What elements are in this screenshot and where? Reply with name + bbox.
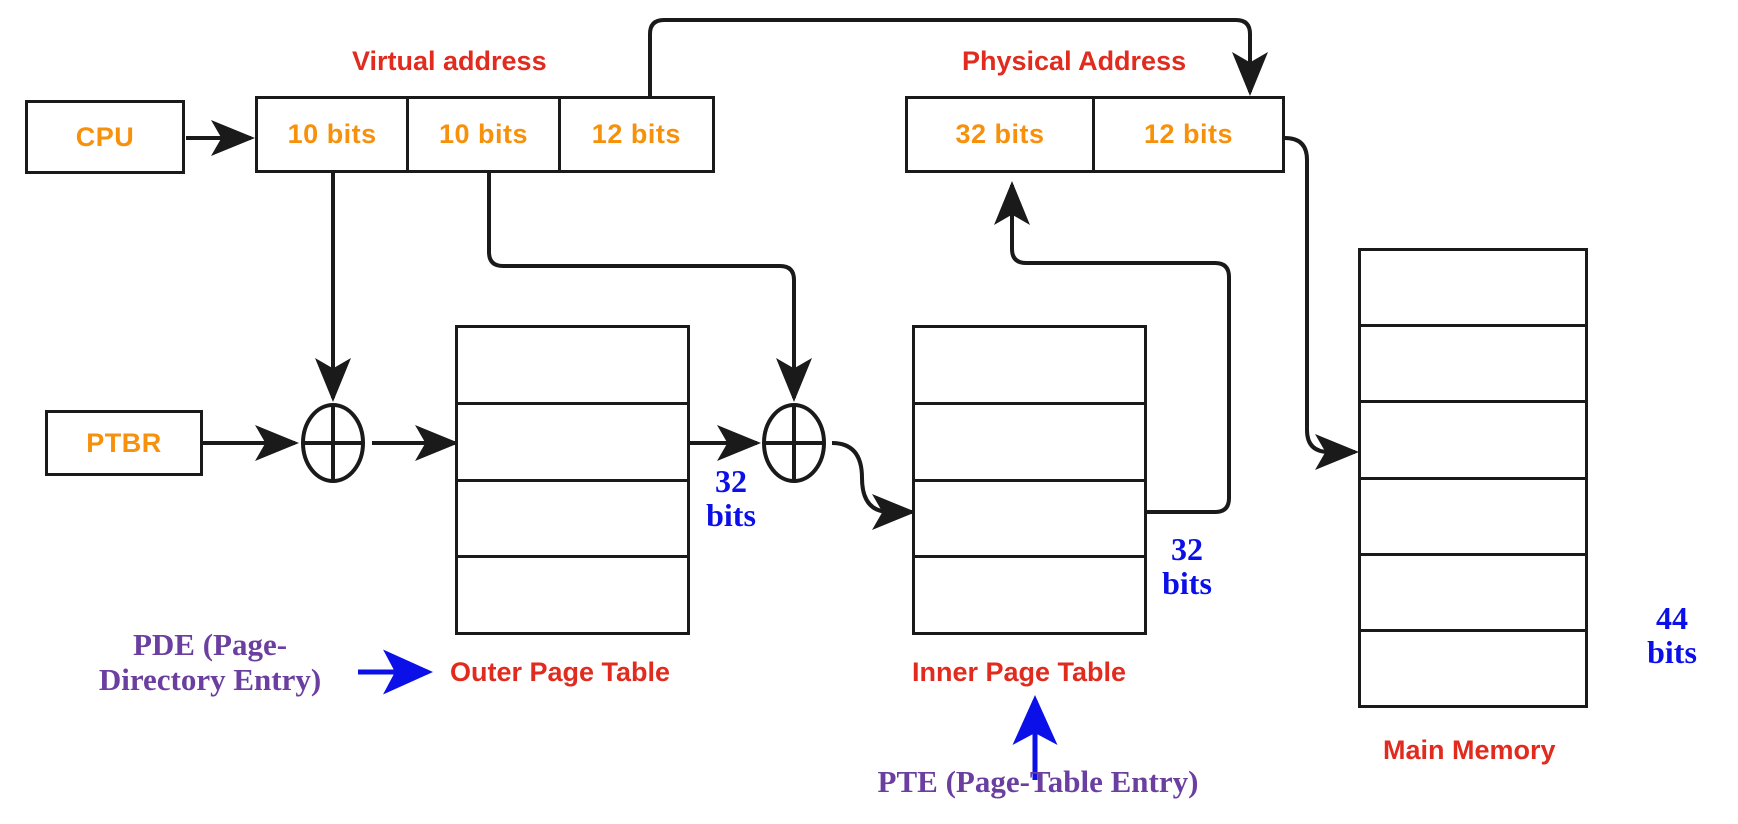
pde-annotation-line2: Directory Entry) — [98, 661, 322, 697]
inner-page-table-row[interactable] — [915, 328, 1144, 405]
outer-page-table[interactable] — [455, 325, 690, 635]
inner-page-table-row[interactable] — [915, 482, 1144, 559]
va-field-offset[interactable]: 12 bits — [561, 99, 712, 170]
pte-annotation: PTE (Page-Table Entry) — [877, 764, 1199, 799]
pa-field-offset-label: 12 bits — [1143, 119, 1234, 149]
inner-page-table-row[interactable] — [915, 405, 1144, 482]
outer-page-table-row[interactable] — [458, 405, 687, 482]
inner-entry-width-line2: bits — [1162, 564, 1212, 601]
main-memory-row[interactable] — [1361, 556, 1585, 632]
va-field-p2[interactable]: 10 bits — [409, 99, 561, 170]
outer-page-table-entry-width: 32 bits — [696, 463, 766, 533]
ptbr-label: PTBR — [86, 427, 162, 458]
virtual-address-title: Virtual address — [352, 46, 547, 76]
outer-page-table-row[interactable] — [458, 328, 687, 405]
va-field-offset-label: 12 bits — [591, 119, 681, 149]
pa-field-offset[interactable]: 12 bits — [1095, 99, 1282, 170]
main-memory-width-line2: bits — [1647, 633, 1697, 670]
main-memory-width-line1: 44 — [1656, 600, 1688, 636]
pde-annotation-line1: PDE (Page- — [132, 627, 288, 662]
inner-page-table-caption: Inner Page Table — [912, 657, 1127, 687]
main-memory-row[interactable] — [1361, 480, 1585, 556]
va-field-p2-label: 10 bits — [438, 119, 529, 149]
main-memory-row[interactable] — [1361, 327, 1585, 404]
main-memory-row[interactable] — [1361, 251, 1585, 328]
va-field-p1-label: 10 bits — [287, 119, 377, 149]
inner-page-table[interactable] — [912, 325, 1147, 635]
outer-entry-width-line2: bits — [706, 496, 756, 533]
inner-page-table-row[interactable] — [915, 558, 1144, 632]
main-memory-row[interactable] — [1361, 632, 1585, 705]
ptbr-box[interactable]: PTBR — [45, 410, 203, 476]
cpu-label: CPU — [75, 121, 135, 152]
physical-address-title: Physical Address — [962, 46, 1187, 76]
main-memory[interactable] — [1358, 248, 1588, 708]
outer-entry-width-line1: 32 — [715, 463, 747, 499]
outer-page-table-row[interactable] — [458, 482, 687, 559]
inner-page-table-entry-width: 32 bits — [1152, 531, 1222, 601]
va-field-p1[interactable]: 10 bits — [258, 99, 410, 170]
pa-field-frame[interactable]: 32 bits — [908, 99, 1095, 170]
main-memory-caption: Main Memory — [1383, 735, 1556, 765]
cpu-box[interactable]: CPU — [25, 100, 185, 174]
main-memory-row[interactable] — [1361, 403, 1585, 480]
main-memory-entry-width: 44 bits — [1632, 600, 1712, 670]
physical-address-box[interactable]: 32 bits 12 bits — [905, 96, 1285, 173]
virtual-address-box[interactable]: 10 bits 10 bits 12 bits — [255, 96, 715, 173]
outer-page-table-row[interactable] — [458, 558, 687, 632]
pa-field-frame-label: 32 bits — [955, 119, 1045, 149]
pde-annotation: PDE (Page- Directory Entry) — [70, 627, 350, 697]
outer-page-table-caption: Outer Page Table — [450, 657, 671, 687]
inner-entry-width-line1: 32 — [1171, 531, 1203, 567]
